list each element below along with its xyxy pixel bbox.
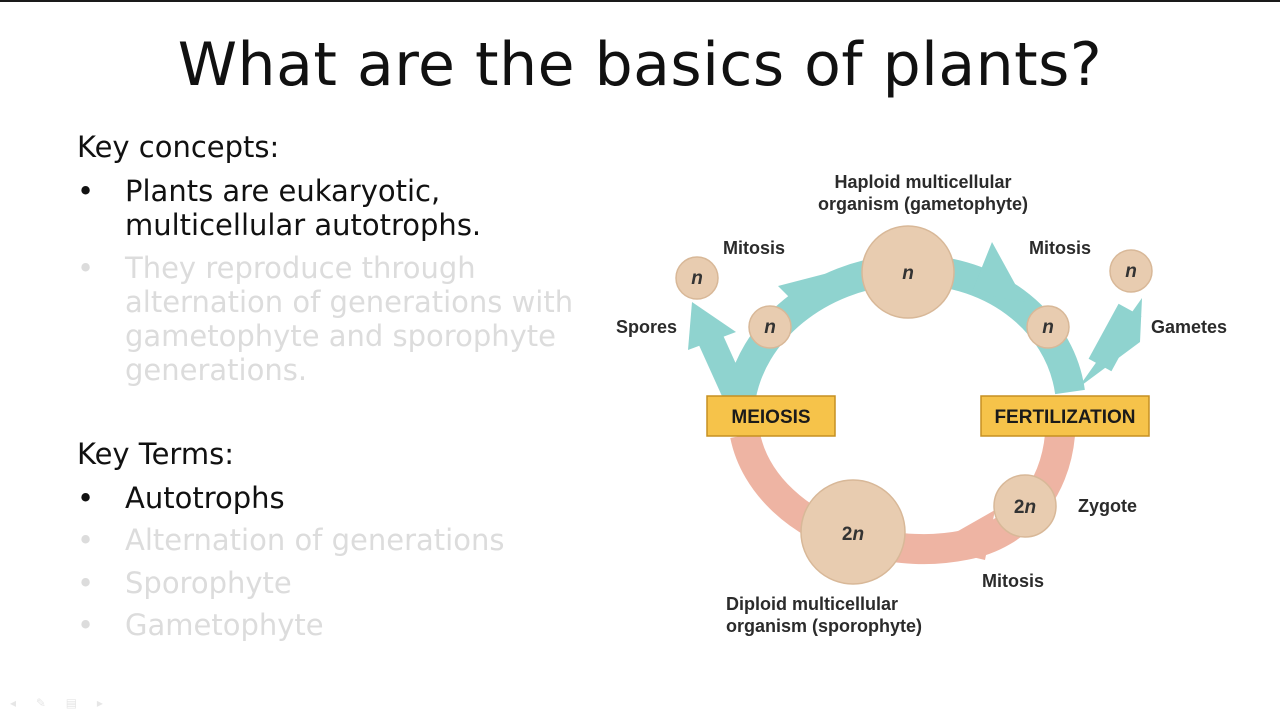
bullet-dot: •: [77, 566, 95, 600]
term-text-2: Alternation of generations: [125, 523, 505, 557]
spore-cell-arc: [748, 305, 792, 349]
zygote-cell-label: 2n: [1014, 497, 1036, 518]
spores-arrowhead: [688, 302, 736, 350]
term-text-1: Autotrophs: [125, 481, 285, 515]
alternation-of-generations-diagram: n n n n n 2n 2n MEIOSIS FERTILIZATION Ha…: [616, 172, 1227, 636]
gametophyte-cell: [861, 225, 955, 319]
sporophyte-cell-label: 2n: [842, 524, 864, 545]
top-border: [0, 0, 1280, 2]
diploid-label-line2: organism (sporophyte): [726, 616, 922, 636]
slideshow-controls[interactable]: ◂ ✎ ▤ ▸: [10, 696, 111, 710]
sporophyte-cell: [800, 479, 906, 585]
mitosis-label-left: Mitosis: [723, 238, 785, 258]
gamete-cell-top-label: n: [1125, 261, 1137, 282]
gamete-cell-arc: [1026, 305, 1070, 349]
spores-arrow-shaft: [698, 332, 750, 406]
term-text-3: Sporophyte: [125, 566, 292, 600]
bullet-dot: •: [77, 251, 95, 285]
gamete-cell-arc-label: n: [1042, 317, 1054, 338]
mitosis-arrowhead-right: [972, 242, 1025, 302]
concept-text-2: They reproduce through alternation of ge…: [125, 251, 574, 387]
spore-cell-top: [675, 256, 719, 300]
mitosis-arrowhead-left: [778, 272, 832, 316]
fertilization-box: [980, 395, 1150, 437]
mitosis-label-right: Mitosis: [1029, 238, 1091, 258]
diploid-label-line1: Diploid multicellular: [726, 594, 898, 614]
key-concepts-heading: Key concepts:: [77, 130, 280, 164]
haploid-label-line2: organism (gametophyte): [818, 194, 1028, 214]
slide-title: What are the basics of plants?: [177, 30, 1103, 100]
key-terms-heading: Key Terms:: [77, 437, 234, 471]
mitosis-arrowhead-bottom: [930, 510, 995, 560]
bullet-dot: •: [77, 523, 95, 557]
fertilization-label: FERTILIZATION: [994, 407, 1135, 428]
gamete-cell-top: [1109, 249, 1153, 293]
haploid-label-line1: Haploid multicellular: [834, 172, 1011, 192]
concept-text-1: Plants are eukaryotic, multicellular aut…: [125, 174, 482, 242]
zygote-cell: [993, 474, 1057, 538]
bullet-dot: •: [77, 174, 95, 208]
term-text-4: Gametophyte: [125, 608, 324, 642]
spores-label: Spores: [616, 317, 677, 337]
bullet-dot: •: [77, 608, 95, 642]
mitosis-label-bottom: Mitosis: [982, 571, 1044, 591]
meiosis-label: MEIOSIS: [731, 407, 810, 428]
bullet-dot: •: [77, 481, 95, 515]
gametes-arrowhead: [1078, 298, 1142, 388]
gametes-label: Gametes: [1151, 317, 1227, 337]
spore-cell-top-label: n: [691, 268, 703, 289]
gametophyte-cell-label: n: [902, 263, 914, 284]
zygote-label: Zygote: [1078, 496, 1137, 516]
spore-cell-arc-label: n: [764, 317, 776, 338]
meiosis-box: [706, 395, 836, 437]
